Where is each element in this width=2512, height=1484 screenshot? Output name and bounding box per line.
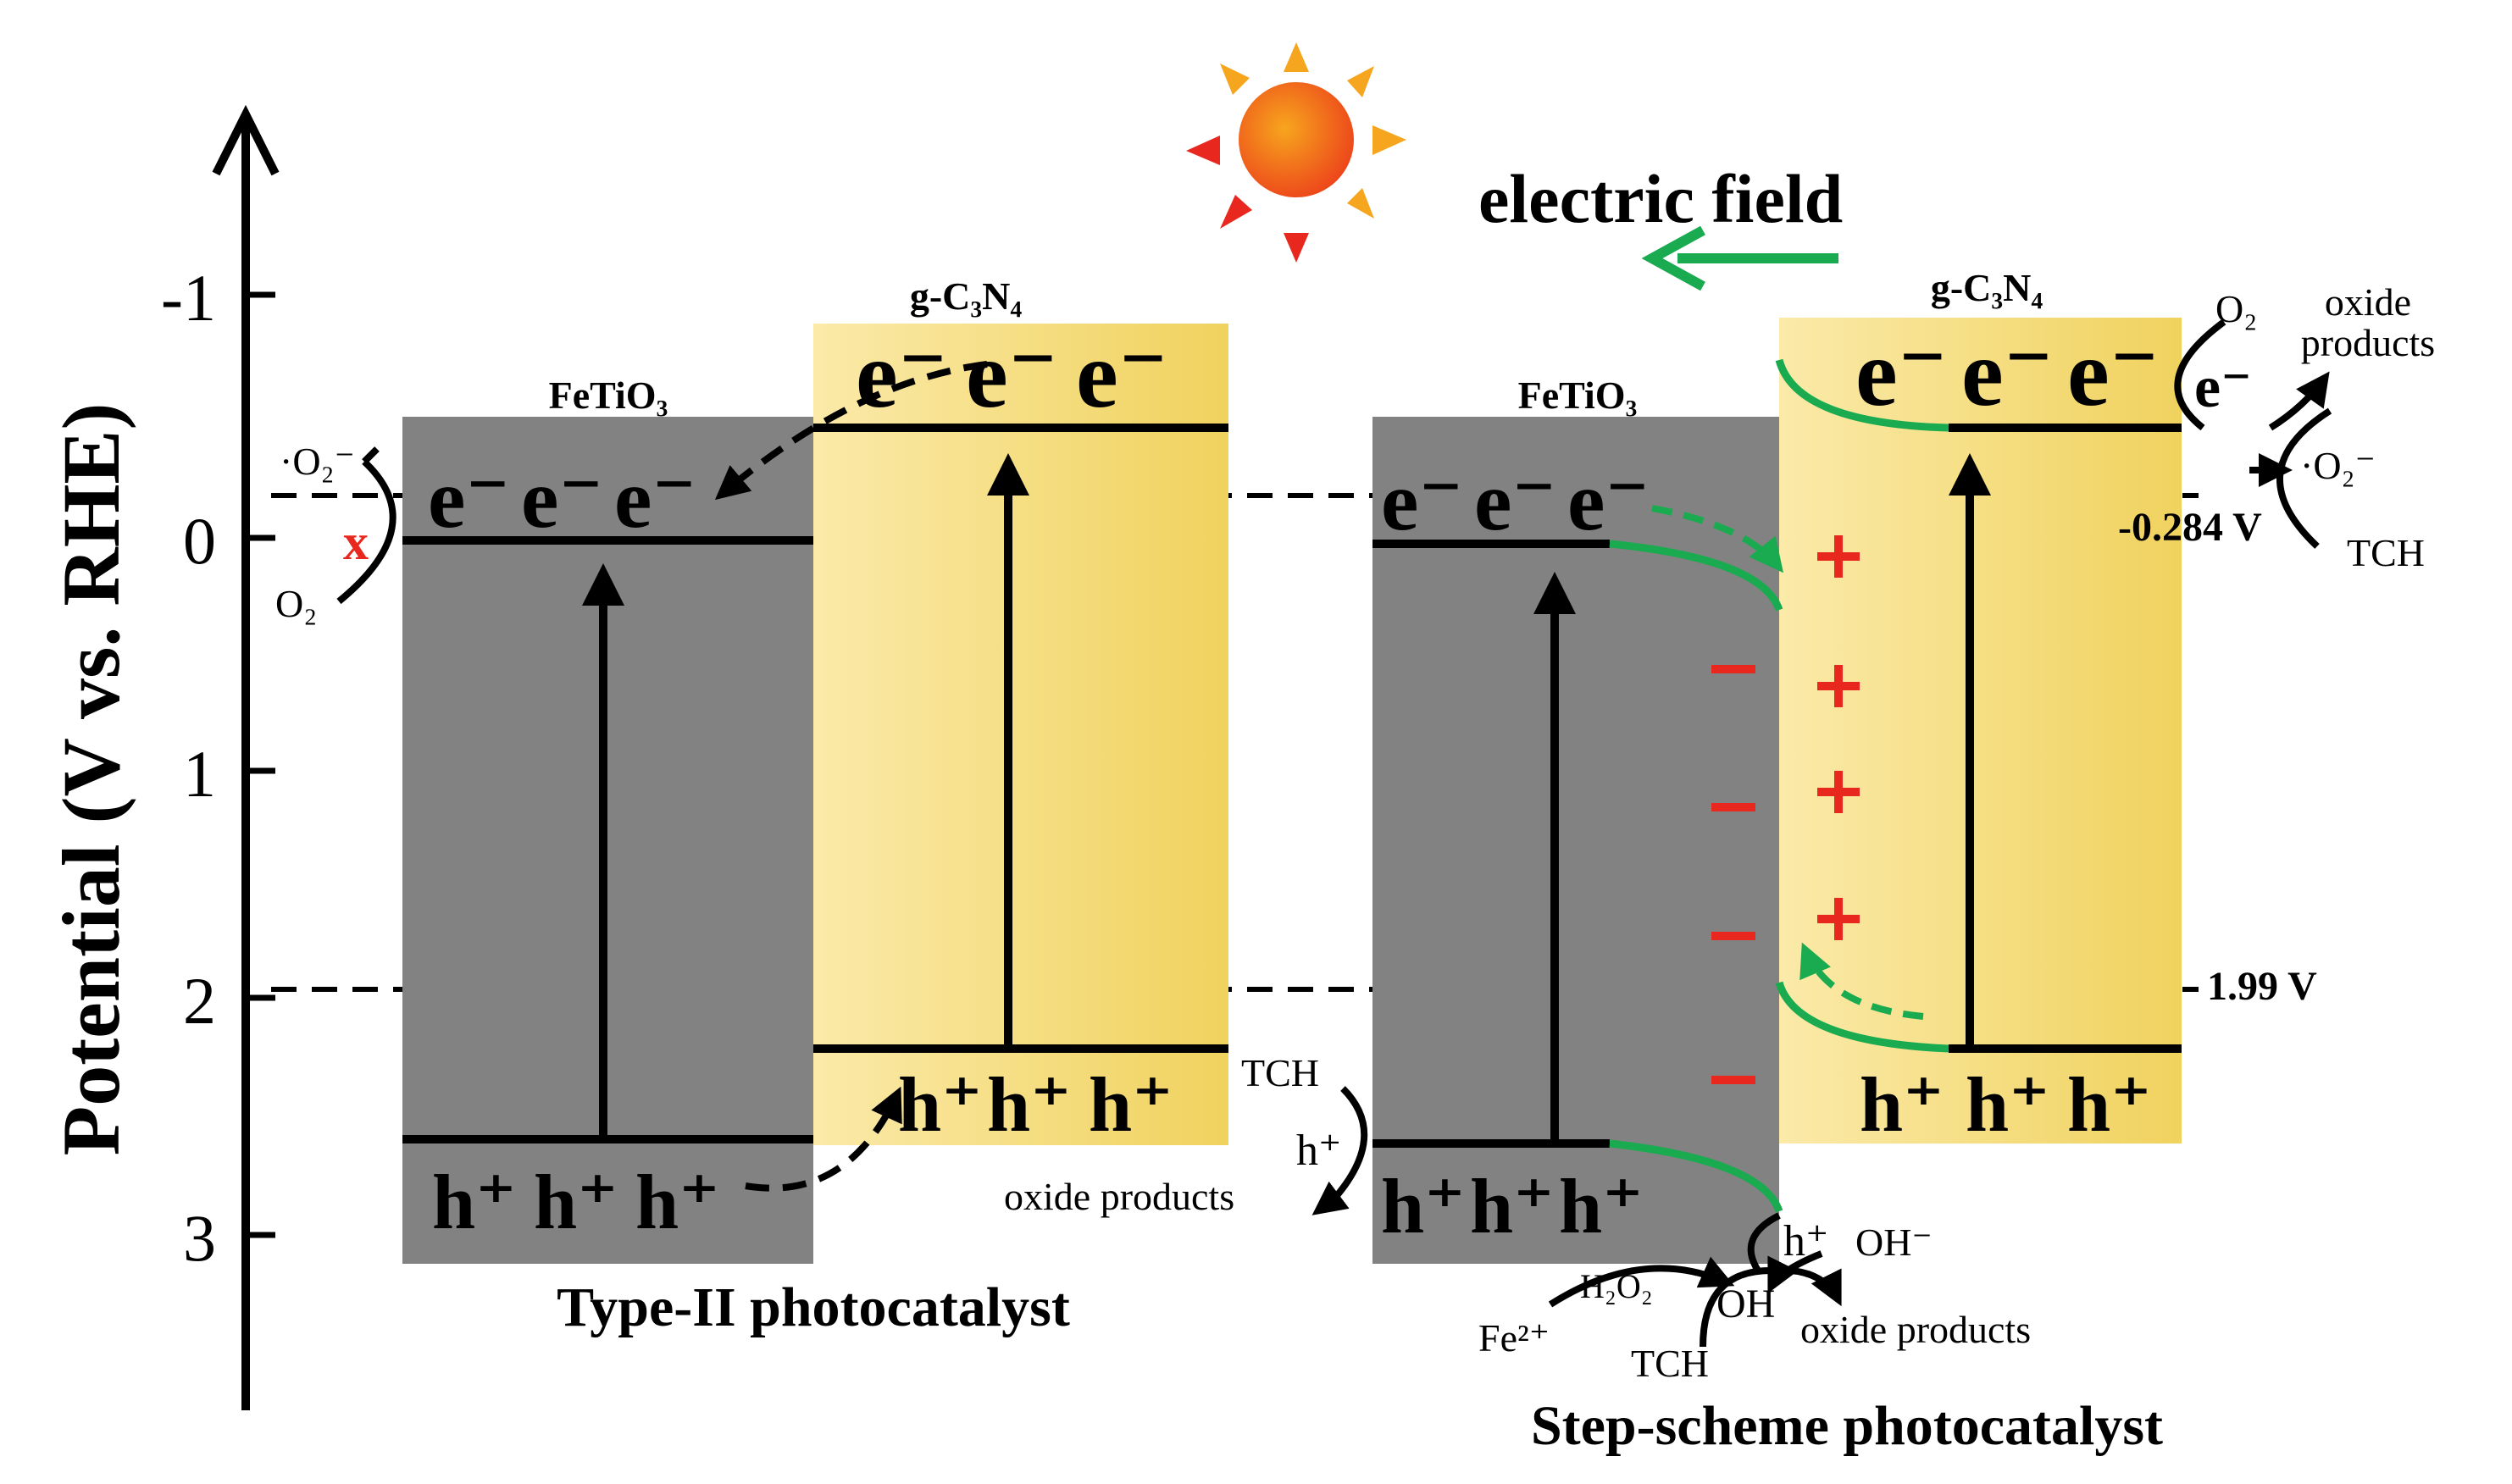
electron: e⁻ (521, 451, 603, 545)
caption-right: Step-scheme photocatalyst (1531, 1395, 2163, 1457)
tch-top: TCH (2347, 531, 2425, 574)
hole: h⁺ (635, 1159, 720, 1245)
hole: h⁺ (1470, 1163, 1555, 1249)
tick-label: 1 (183, 737, 216, 811)
electron: e⁻ (2067, 321, 2160, 426)
electron: e⁻ (1567, 454, 1650, 548)
hole-left: h⁺ (1296, 1127, 1341, 1175)
fetio3-band-left (402, 417, 813, 1264)
hydroxide: OH⁻ (1855, 1221, 1933, 1264)
superoxide-right: ·O₂⁻ (2300, 444, 2376, 487)
superoxide-left: ·O₂⁻ (280, 440, 355, 483)
tick-label: 2 (183, 964, 216, 1038)
fetio3-band-right (1372, 417, 1779, 1264)
oxide-products-top-1: oxide (2325, 280, 2411, 324)
caption-left: Type-II photocatalyst (557, 1276, 1070, 1338)
electron: e⁻ (1076, 323, 1168, 428)
electron: e⁻ (614, 451, 696, 545)
hole: h⁺ (1860, 1061, 1944, 1148)
hole: h⁺ (432, 1159, 517, 1245)
o2-right: O₂ (2215, 287, 2257, 330)
s-scheme-panel: FeTiO₃ g-C₃N₄ e⁻ e⁻ e⁻ e⁻ e⁻ e⁻ h⁺ h⁺ h⁺… (1004, 266, 2435, 1457)
hole: h⁺ (1381, 1163, 1466, 1249)
oxide-products-left: oxide products (1004, 1175, 1234, 1218)
sun-icon (1186, 42, 1406, 263)
tick-label: 3 (183, 1201, 216, 1275)
hole: h⁺ (898, 1061, 983, 1148)
o2-left: O₂ (275, 582, 317, 625)
gc3n4-label-left: g-C₃N₄ (910, 274, 1023, 318)
hydroxyl-radical: ·OH (1703, 1282, 1775, 1326)
hole: h⁺ (2067, 1061, 2152, 1148)
hole: h⁺ (534, 1159, 618, 1245)
type-ii-panel: FeTiO₃ g-C₃N₄ e⁻ e⁻ e⁻ e⁻ e⁻ e⁻ h⁺ h⁺ h⁺… (275, 274, 1228, 1338)
tick-label: 0 (183, 504, 216, 578)
hole: h⁺ (987, 1061, 1072, 1148)
hole-bottom: h⁺ (1783, 1217, 1828, 1265)
vb-potential-label: 1.99 V (2207, 964, 2317, 1009)
h2o2: H₂O₂ (1580, 1267, 1653, 1305)
electron-o2: e⁻ (2194, 355, 2252, 420)
electric-field-label: electric field (1478, 160, 1843, 237)
y-axis: -1 0 1 2 3 Potential (V vs. RHE) (46, 104, 280, 1410)
oxide-products-top-2: products (2301, 321, 2435, 364)
electron: e⁻ (966, 323, 1058, 428)
tick-label: -1 (161, 261, 216, 335)
electron: e⁻ (1855, 321, 1948, 426)
fetio3-label-right: FeTiO₃ (1518, 374, 1638, 417)
electron: e⁻ (1474, 454, 1556, 548)
gc3n4-band-left (813, 324, 1228, 1145)
hole: h⁺ (1559, 1163, 1644, 1249)
axis-title: Potential (V vs. RHE) (46, 403, 136, 1156)
tch-bottom: TCH (1631, 1342, 1709, 1385)
fetio3-label-left: FeTiO₃ (549, 374, 668, 417)
interface-charges (1711, 535, 1860, 1084)
oxide-products-bottom: oxide products (1800, 1308, 2031, 1351)
electron: e⁻ (428, 451, 510, 545)
electric-field-arrow (1641, 225, 1838, 291)
tch-left: TCH (1241, 1051, 1319, 1094)
fe2: Fe²⁺ (1478, 1316, 1550, 1359)
hole: h⁺ (1089, 1061, 1173, 1148)
cb-potential-label: -0.284 V (2118, 505, 2262, 550)
gc3n4-band-right (1779, 318, 2182, 1143)
gc3n4-label-right: g-C₃N₄ (1931, 266, 2043, 309)
electron: e⁻ (1381, 454, 1463, 548)
blocked-mark: x (343, 514, 369, 570)
hole: h⁺ (1966, 1061, 2050, 1148)
electron: e⁻ (1961, 321, 2054, 426)
